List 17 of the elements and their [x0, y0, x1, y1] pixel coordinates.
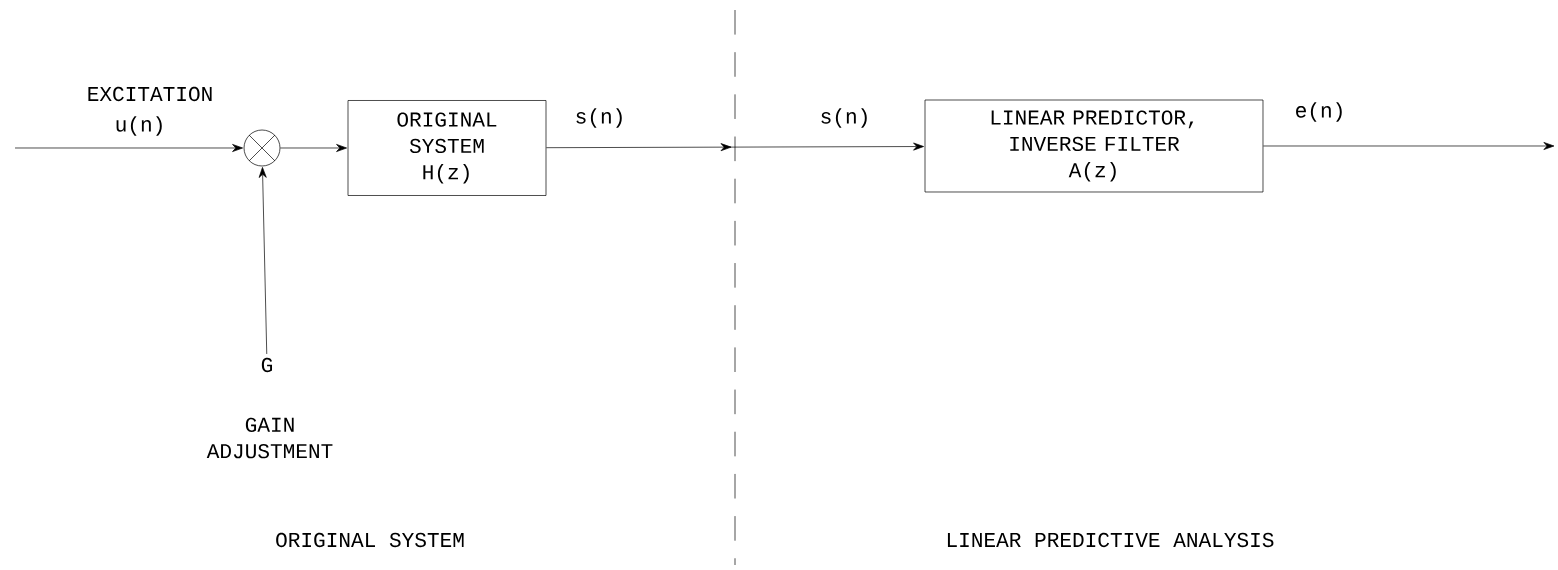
- arrow: [1263, 142, 1555, 150]
- arrow: [14, 144, 243, 152]
- process-box: LINEAR PREDICTOR, INVERSE FILTER A(z): [924, 99, 1264, 193]
- node-label: GAIN ADJUSTMENT: [206, 417, 333, 459]
- arrow: [258, 167, 268, 355]
- section-label: LINEAR PREDICTIVE ANALYSIS: [947, 532, 1274, 548]
- arrow: [546, 142, 924, 152]
- section-label: ORIGINAL SYSTEM: [276, 532, 464, 548]
- signal-label: e(n): [1296, 102, 1342, 122]
- gain-label: G: [261, 357, 273, 373]
- process-box: ORIGINAL SYSTEM H(z): [347, 100, 547, 196]
- input-label: EXCITATION: [88, 86, 212, 102]
- signal-label: s(n): [821, 108, 867, 128]
- arrow: [280, 144, 347, 152]
- signal-label: s(n): [576, 108, 622, 128]
- multiplier-circle: [243, 129, 281, 167]
- signal-label: u(n): [116, 116, 162, 136]
